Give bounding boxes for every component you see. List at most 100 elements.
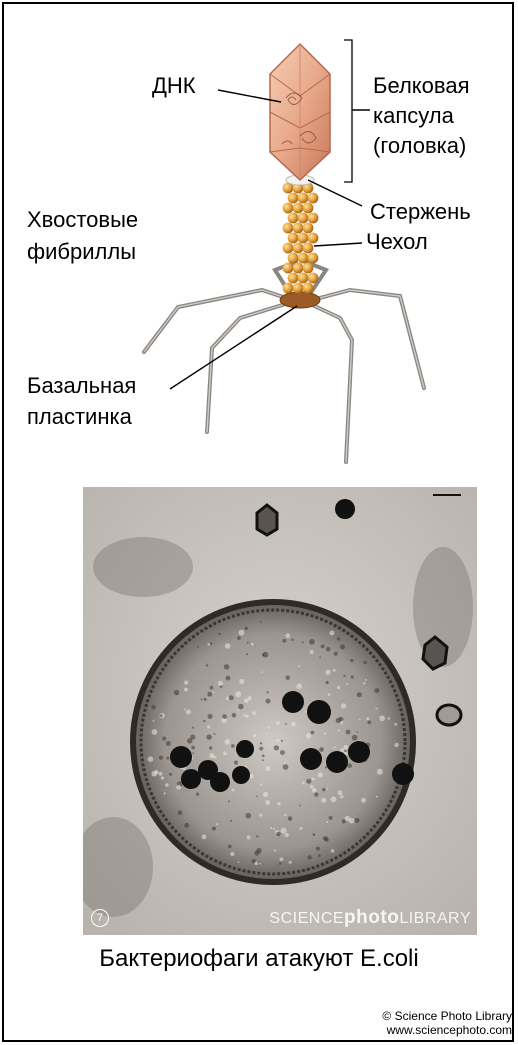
texture-speck bbox=[354, 818, 359, 823]
texture-speck bbox=[230, 820, 232, 822]
texture-speck bbox=[238, 861, 240, 863]
texture-speck bbox=[346, 730, 351, 735]
texture-speck bbox=[192, 727, 194, 729]
texture-speck bbox=[351, 675, 354, 678]
texture-speck bbox=[270, 827, 272, 829]
texture-speck bbox=[213, 733, 215, 735]
sheath-bead bbox=[288, 233, 299, 244]
texture-speck bbox=[283, 764, 289, 770]
texture-speck bbox=[206, 664, 208, 666]
sheath-bead bbox=[293, 203, 304, 214]
texture-speck bbox=[285, 675, 290, 680]
texture-speck bbox=[289, 861, 292, 864]
texture-speck bbox=[163, 792, 165, 794]
texture-speck bbox=[256, 835, 258, 837]
texture-speck bbox=[207, 692, 212, 697]
texture-speck bbox=[197, 646, 199, 648]
texture-speck bbox=[329, 816, 333, 820]
texture-speck bbox=[190, 734, 195, 739]
label-capsule-2: капсула bbox=[373, 102, 454, 130]
texture-speck bbox=[226, 676, 231, 681]
texture-speck bbox=[312, 788, 317, 793]
texture-speck bbox=[260, 783, 262, 785]
texture-speck bbox=[338, 729, 340, 731]
capsid-head bbox=[270, 44, 330, 180]
texture-speck bbox=[316, 847, 320, 851]
texture-speck bbox=[341, 703, 346, 708]
texture-speck bbox=[374, 688, 379, 693]
sheath-bead bbox=[308, 193, 319, 204]
texture-speck bbox=[394, 743, 398, 747]
texture-speck bbox=[218, 633, 220, 635]
texture-speck bbox=[186, 710, 191, 715]
sheath-bead bbox=[298, 233, 309, 244]
sheath-bead bbox=[298, 253, 309, 264]
texture-speck bbox=[357, 692, 362, 697]
texture-speck bbox=[239, 630, 245, 636]
texture-speck bbox=[268, 726, 270, 728]
sheath-bead bbox=[303, 283, 314, 294]
texture-speck bbox=[274, 745, 279, 750]
texture-speck bbox=[201, 698, 203, 700]
texture-speck bbox=[281, 740, 283, 742]
texture-speck bbox=[302, 641, 304, 643]
sheath-bead bbox=[298, 193, 309, 204]
sheath-bead bbox=[293, 223, 304, 234]
tail-fibers bbox=[144, 262, 424, 462]
texture-speck bbox=[313, 833, 316, 836]
texture-speck bbox=[343, 745, 348, 750]
texture-speck bbox=[151, 705, 155, 709]
texture-speck bbox=[281, 828, 287, 834]
texture-speck bbox=[333, 669, 336, 672]
texture-speck bbox=[363, 682, 365, 684]
texture-speck bbox=[174, 690, 180, 696]
sheath-bead bbox=[288, 253, 299, 264]
texture-speck bbox=[375, 708, 377, 710]
texture-speck bbox=[259, 746, 263, 750]
texture-speck bbox=[359, 719, 361, 721]
texture-speck bbox=[357, 731, 359, 733]
texture-speck bbox=[322, 788, 325, 791]
texture-speck bbox=[228, 845, 232, 849]
sheath-bead bbox=[283, 223, 294, 234]
texture-speck bbox=[232, 713, 237, 718]
label-baseplate-1: Базальная bbox=[27, 372, 136, 400]
texture-speck bbox=[306, 733, 311, 738]
texture-speck bbox=[323, 836, 328, 841]
texture-speck bbox=[291, 722, 296, 727]
texture-speck bbox=[245, 715, 248, 718]
texture-speck bbox=[176, 785, 181, 790]
texture-speck bbox=[376, 796, 378, 798]
texture-speck bbox=[367, 721, 371, 725]
texture-speck bbox=[282, 639, 286, 643]
texture-speck bbox=[266, 766, 271, 771]
texture-speck bbox=[208, 643, 211, 646]
sheath-bead bbox=[298, 213, 309, 224]
texture-speck bbox=[178, 810, 183, 815]
texture-speck bbox=[337, 686, 340, 689]
sheath-bead bbox=[308, 253, 319, 264]
texture-speck bbox=[246, 813, 252, 819]
texture-speck bbox=[253, 734, 256, 737]
electron-micrograph: 7 SCIENCEphotoLIBRARY bbox=[83, 487, 477, 935]
tail-sheath bbox=[283, 183, 319, 294]
texture-speck bbox=[331, 849, 335, 853]
watermark: SCIENCEphotoLIBRARY bbox=[269, 907, 471, 929]
texture-speck bbox=[346, 683, 348, 685]
texture-speck bbox=[300, 827, 303, 830]
sheath-bead bbox=[303, 203, 314, 214]
texture-speck bbox=[309, 639, 315, 645]
texture-speck bbox=[274, 850, 276, 852]
sheath-bead bbox=[288, 273, 299, 284]
texture-speck bbox=[218, 681, 223, 686]
texture-speck bbox=[302, 782, 305, 785]
texture-speck bbox=[225, 739, 231, 745]
texture-speck bbox=[261, 671, 263, 673]
texture-speck bbox=[207, 725, 210, 728]
texture-speck bbox=[342, 819, 346, 823]
label-capsule-3: (головка) bbox=[373, 132, 466, 160]
texture-speck bbox=[212, 692, 214, 694]
texture-speck bbox=[291, 639, 293, 641]
texture-speck bbox=[214, 756, 217, 759]
texture-speck bbox=[288, 816, 293, 821]
